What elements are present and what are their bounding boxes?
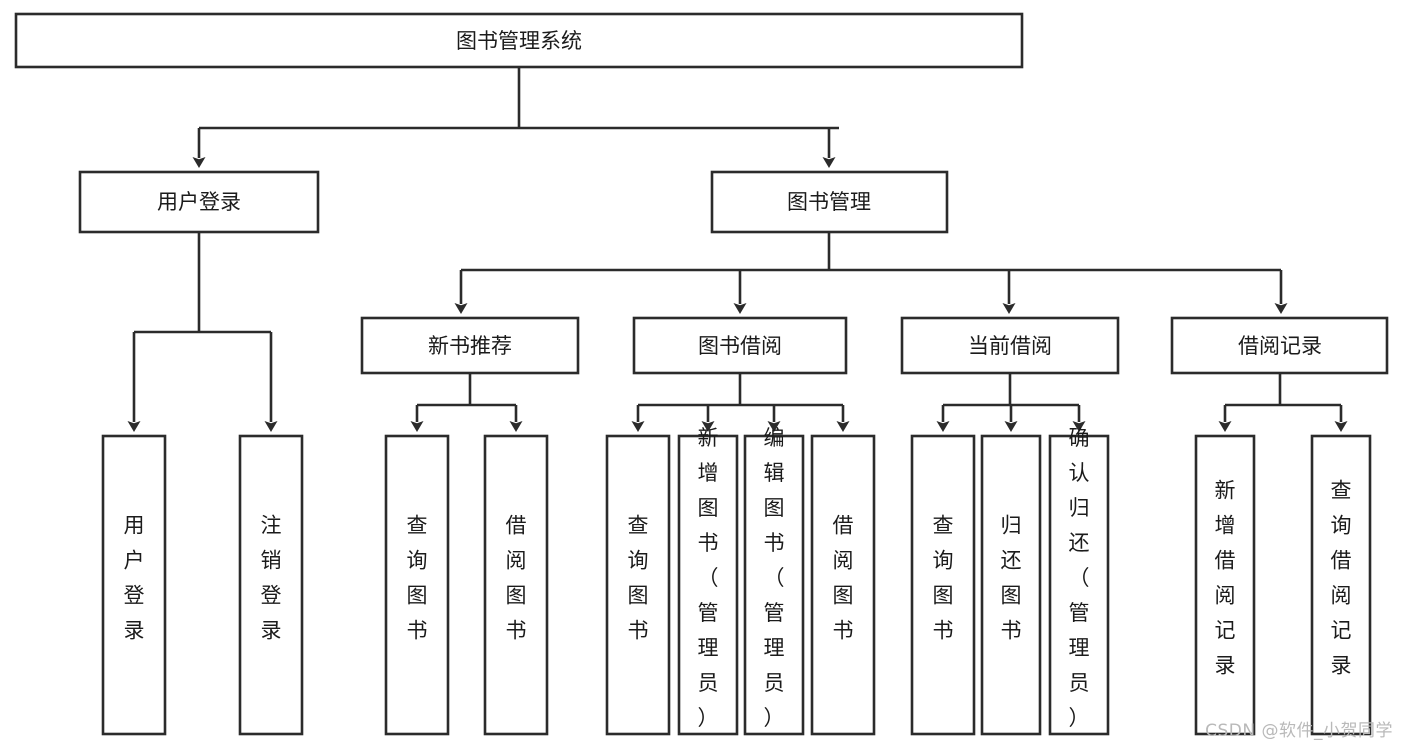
node-user-login[interactable]: 用户登录 <box>78 170 320 234</box>
leaf-query-book-borrow-label: 查询图书 <box>628 514 649 643</box>
borrow-record-box[interactable] <box>1170 316 1389 375</box>
leaf-node-logout[interactable]: 注销登录 <box>238 434 304 736</box>
leaf-node-user-login[interactable]: 用户登录 <box>101 434 167 736</box>
leaf-borrow-book-new-label: 借阅图书 <box>506 514 527 643</box>
leaf-borrow-book-box[interactable] <box>810 434 876 736</box>
leaf-query-book-current-label: 查询图书 <box>933 514 954 643</box>
new-book-recommend-label: 新书推荐 <box>428 334 512 358</box>
leaf-node-borrow-book[interactable]: 借阅图书 <box>810 434 876 736</box>
leaf-confirm-return-label: 确认归还（管理员） <box>1069 426 1090 730</box>
leaf-borrow-book-new-box[interactable] <box>483 434 549 736</box>
leaf-add-record-box[interactable] <box>1194 434 1256 736</box>
root-box[interactable] <box>14 12 1024 69</box>
leaf-add-record-label: 新增借阅记录 <box>1215 479 1236 678</box>
node-root[interactable]: 图书管理系统 <box>14 12 1024 69</box>
current-borrow-box[interactable] <box>900 316 1120 375</box>
book-borrow-box[interactable] <box>632 316 848 375</box>
leaf-logout-label: 注销登录 <box>261 514 282 643</box>
leaf-layer: 用户登录 注销登录 查询图书 借阅图书 查询图书 新增图书（管理员） <box>101 426 1372 736</box>
borrow-record-label: 借阅记录 <box>1238 334 1322 358</box>
node-new-book-recommend[interactable]: 新书推荐 <box>360 316 580 375</box>
leaf-node-query-book-borrow[interactable]: 查询图书 <box>605 434 671 736</box>
node-borrow-record[interactable]: 借阅记录 <box>1170 316 1389 375</box>
leaf-borrow-book-label: 借阅图书 <box>833 514 854 643</box>
leaf-return-book-box[interactable] <box>980 434 1042 736</box>
node-book-management[interactable]: 图书管理 <box>710 170 949 234</box>
new-book-recommend-box[interactable] <box>360 316 580 375</box>
current-borrow-label: 当前借阅 <box>968 334 1052 358</box>
book-borrow-label: 图书借阅 <box>698 334 782 358</box>
leaf-user-login-label: 用户登录 <box>124 514 145 643</box>
leaf-query-record-label: 查询借阅记录 <box>1331 479 1352 678</box>
csdn-watermark: CSDN @软件_小贺同学 <box>1205 721 1393 741</box>
leaf-node-return-book[interactable]: 归还图书 <box>980 434 1042 736</box>
leaf-node-query-book-new[interactable]: 查询图书 <box>384 434 450 736</box>
leaf-node-query-record[interactable]: 查询借阅记录 <box>1310 434 1372 736</box>
leaf-query-book-current-box[interactable] <box>910 434 976 736</box>
leaf-node-add-book[interactable]: 新增图书（管理员） <box>677 426 739 736</box>
leaf-query-book-new-label: 查询图书 <box>407 514 428 643</box>
leaf-edit-book-label: 编辑图书（管理员） <box>764 426 785 730</box>
root-label: 图书管理系统 <box>456 29 582 53</box>
leaf-edit-book-box[interactable] <box>743 434 805 736</box>
node-current-borrow[interactable]: 当前借阅 <box>900 316 1120 375</box>
leaf-add-book-label: 新增图书（管理员） <box>698 426 719 730</box>
leaf-add-book-box[interactable] <box>677 434 739 736</box>
user-login-box[interactable] <box>78 170 320 234</box>
leaf-user-login-box[interactable] <box>101 434 167 736</box>
leaf-node-add-record[interactable]: 新增借阅记录 <box>1194 434 1256 736</box>
leaf-node-confirm-return[interactable]: 确认归还（管理员） <box>1048 426 1110 736</box>
leaf-node-edit-book[interactable]: 编辑图书（管理员） <box>743 426 805 736</box>
leaf-node-query-book-current[interactable]: 查询图书 <box>910 434 976 736</box>
user-login-label: 用户登录 <box>157 190 241 214</box>
connector-layer <box>127 67 1348 432</box>
book-management-label: 图书管理 <box>787 190 871 214</box>
leaf-return-book-label: 归还图书 <box>1001 514 1022 643</box>
node-book-borrow[interactable]: 图书借阅 <box>632 316 848 375</box>
leaf-query-book-borrow-box[interactable] <box>605 434 671 736</box>
book-management-box[interactable] <box>710 170 949 234</box>
leaf-logout-box[interactable] <box>238 434 304 736</box>
leaf-confirm-return-box[interactable] <box>1048 434 1110 736</box>
leaf-node-borrow-book-new[interactable]: 借阅图书 <box>483 434 549 736</box>
leaf-query-record-box[interactable] <box>1310 434 1372 736</box>
leaf-query-book-new-box[interactable] <box>384 434 450 736</box>
